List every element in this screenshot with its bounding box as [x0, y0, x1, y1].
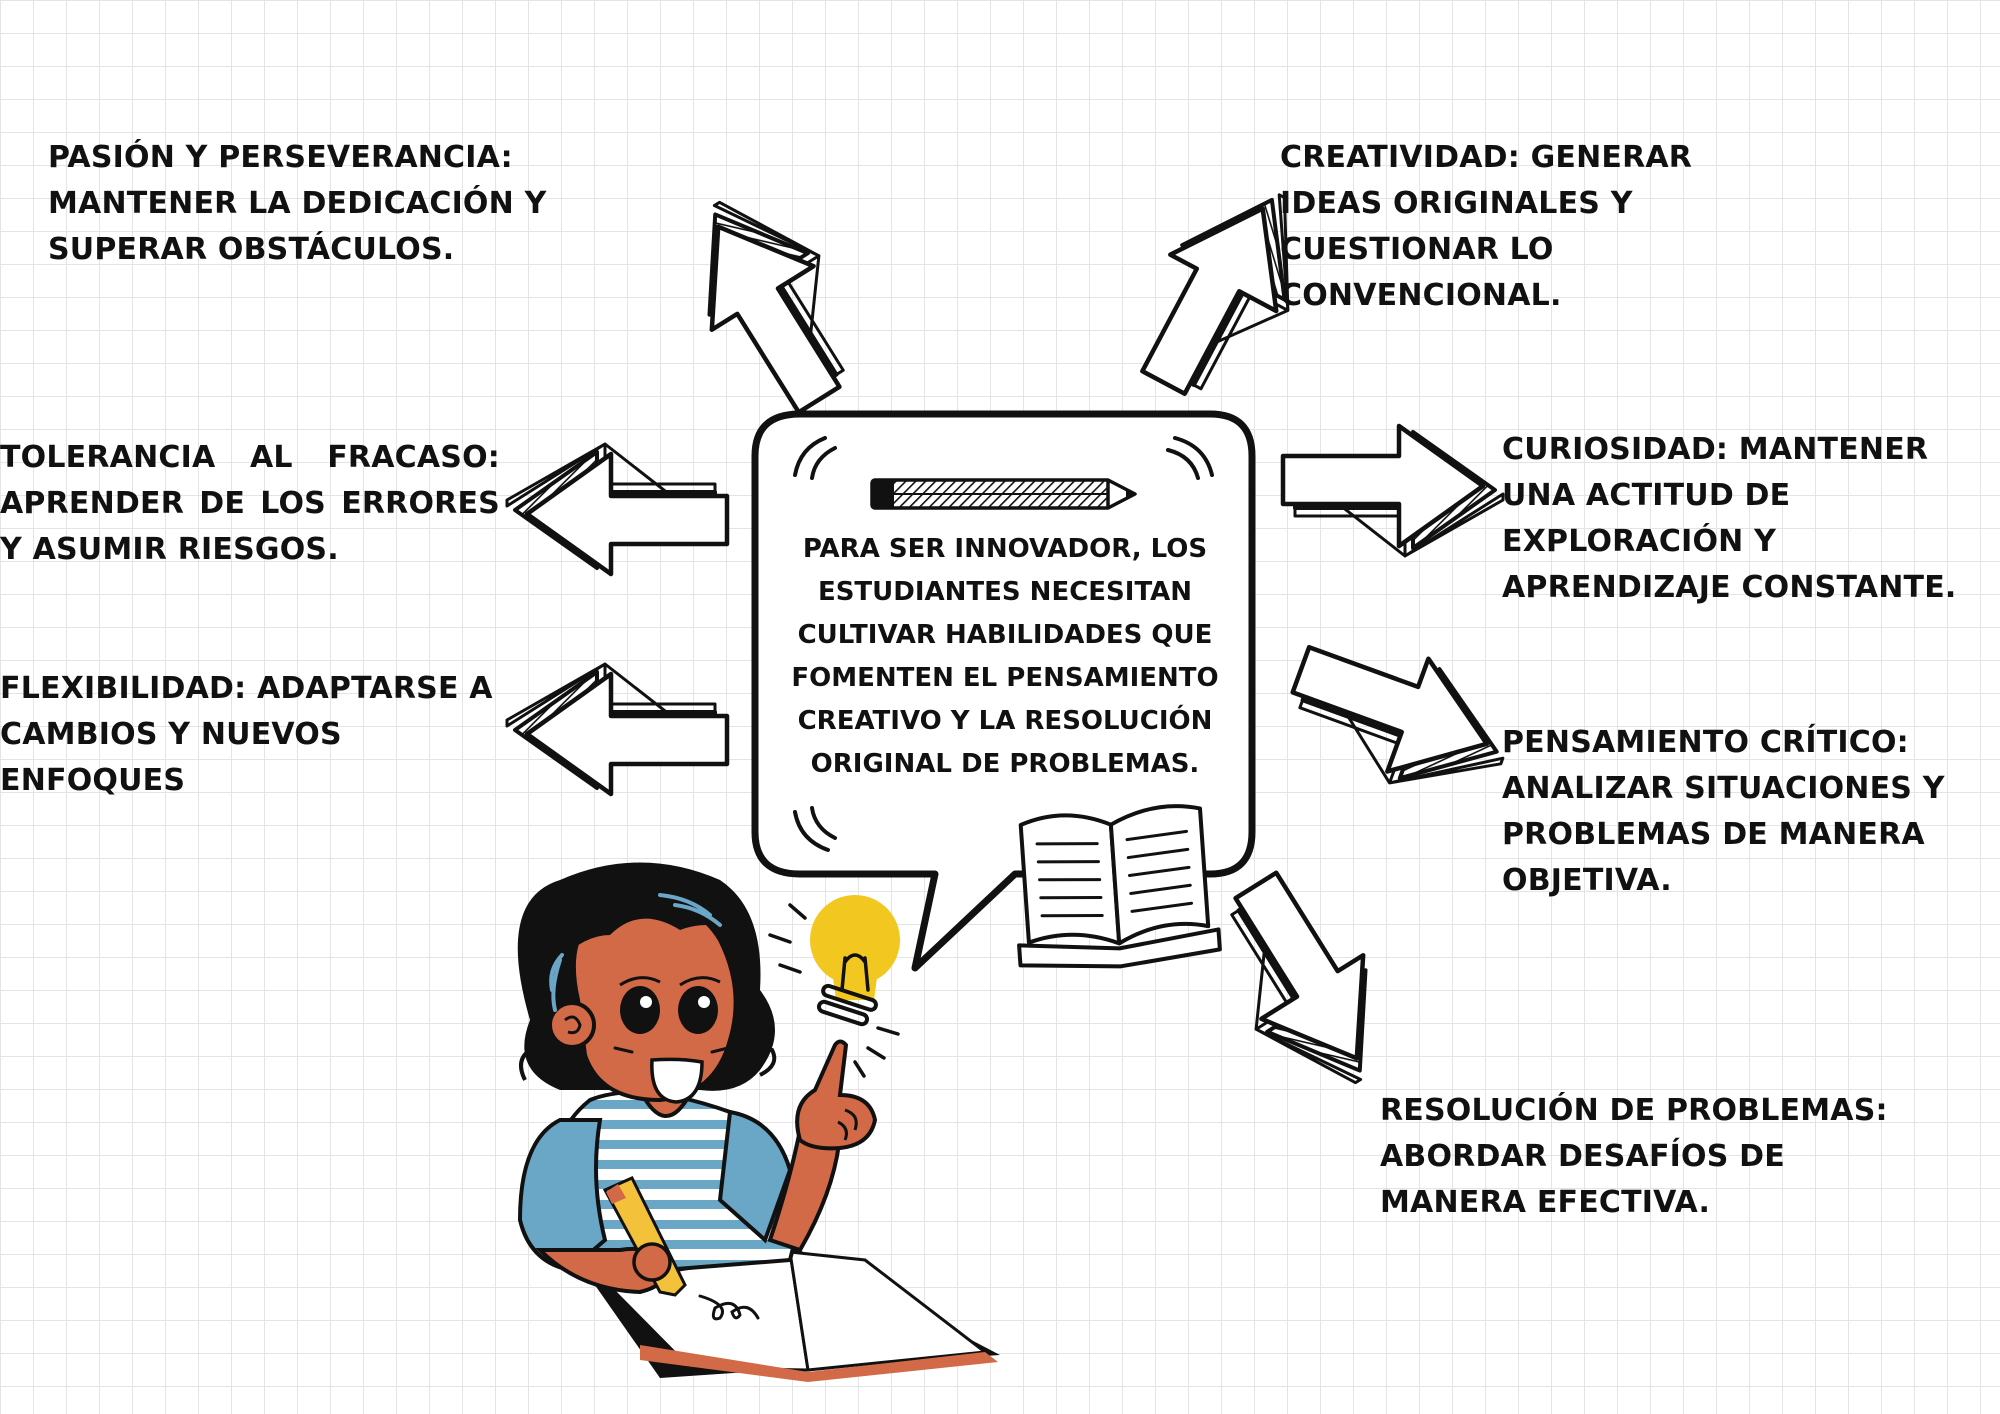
skill-flexibilidad: Flexibilidad: adaptarse a cambios y nuev…	[0, 671, 493, 798]
skill-tolerancia: Tolerancia al fracaso: aprender de los e…	[0, 440, 500, 567]
skill-resolucion: Resolución de problemas: abordar desafío…	[1380, 1093, 1888, 1220]
pencil-icon	[870, 478, 1137, 510]
arrow-icon	[1116, 163, 1334, 418]
arrow-icon	[1283, 426, 1503, 556]
central-message: Para ser innovador, los estudiantes nece…	[791, 534, 1219, 779]
skill-creatividad: Creatividad: generar ideas originales y …	[1280, 140, 1693, 313]
arrow-icon	[507, 444, 727, 574]
open-book-icon	[1017, 804, 1222, 969]
skill-pensamiento-critico: Pensamiento crítico: analizar situacione…	[1502, 725, 1945, 898]
arrow-icon	[657, 173, 884, 428]
skill-pasion: Pasión y perseverancia: mantener la dedi…	[48, 140, 547, 267]
arrow-icon	[1191, 857, 1418, 1112]
arrow-icon	[507, 664, 727, 794]
lightbulb-icon	[768, 895, 900, 1078]
skill-curiosidad: Curiosidad: mantener una actitud de expl…	[1502, 432, 1957, 605]
arrow-icon	[1275, 619, 1526, 816]
student-illustration	[517, 862, 1000, 1382]
